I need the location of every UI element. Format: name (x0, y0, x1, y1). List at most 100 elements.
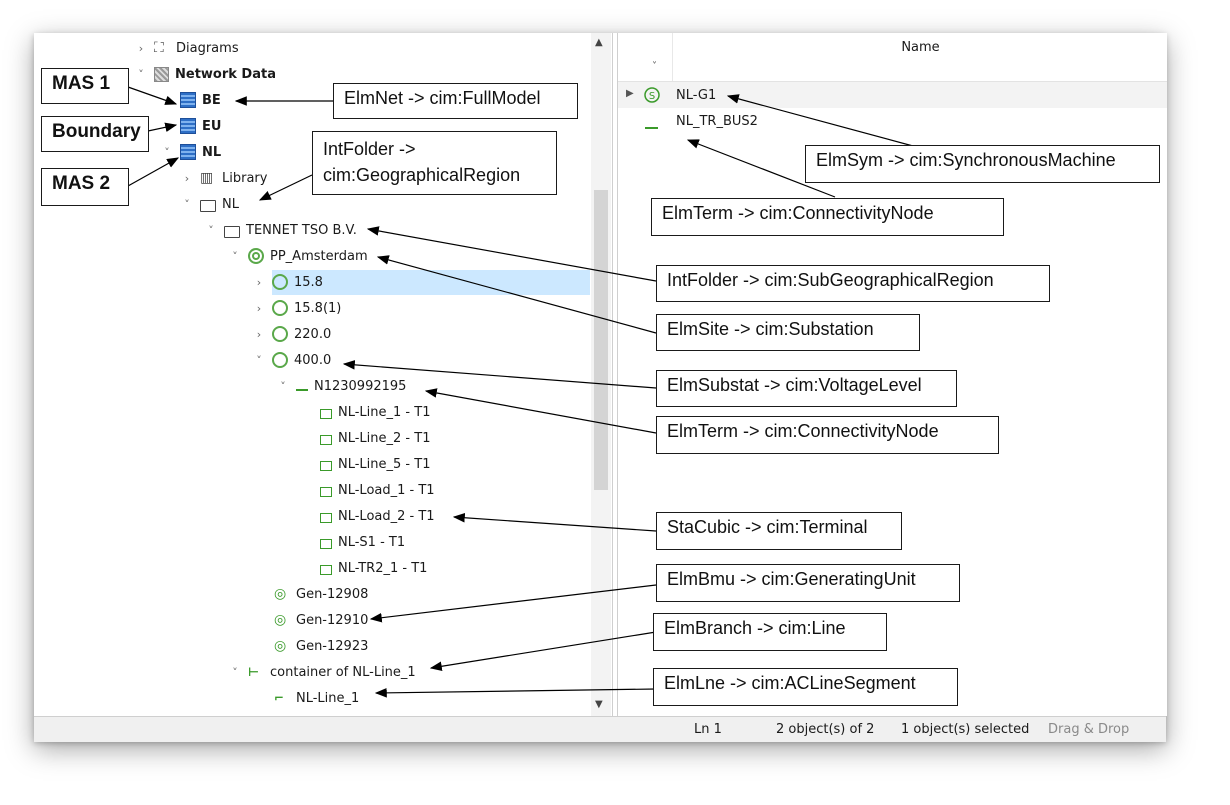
tree-item-label: Gen-12923 (296, 638, 369, 654)
voltage-level-icon (272, 352, 288, 368)
folder-icon (200, 199, 216, 212)
callout-line: cim:GeographicalRegion (323, 165, 521, 185)
tree-item-label: NL-Line_1 - T1 (338, 404, 431, 420)
tree-item-tennet[interactable]: ˅ TENNET TSO B.V. (204, 218, 357, 242)
callout-elmsym: ElmSym -> cim:SynchronousMachine (805, 145, 1160, 183)
expand-icon[interactable]: ▶ (626, 88, 634, 99)
tree-item-cubicle[interactable]: NL-S1 - T1 (320, 530, 405, 554)
list-header: ˅ Name (618, 33, 1167, 82)
cubicle-icon (320, 564, 332, 575)
cubicle-icon (320, 486, 332, 497)
cubicle-icon (320, 538, 332, 549)
chevron-right-icon[interactable]: › (256, 327, 262, 341)
list-row-nl-g1[interactable]: ▶ S NL-G1 (618, 82, 1167, 108)
column-header-name[interactable]: Name (672, 33, 1168, 81)
network-data-icon (154, 66, 169, 82)
tree-item-cubicle[interactable]: NL-Line_1 - T1 (320, 400, 430, 424)
generator-icon: ◎ (274, 612, 287, 628)
tree-item-eu[interactable]: › EU (160, 114, 221, 138)
tree-item-generator[interactable]: ◎ Gen-12910 (274, 608, 368, 632)
callout-stacubic: StaCubic -> cim:Terminal (656, 512, 902, 550)
tree-item-label: container of NL-Line_1 (270, 664, 416, 680)
tree-item-label: EU (202, 118, 222, 134)
chevron-down-icon[interactable]: ˅ (652, 61, 657, 72)
status-selected-count: 1 object(s) selected (901, 722, 1030, 737)
tree-item-label: 15.8 (294, 274, 323, 290)
tree-item-pp-amsterdam[interactable]: ˅ PP_Amsterdam (228, 244, 368, 268)
tree-item-terminal[interactable]: ˅ N1230992195 (276, 374, 406, 398)
callout-elmterm-mid: ElmTerm -> cim:ConnectivityNode (656, 416, 999, 454)
grid-icon (180, 144, 196, 160)
tree-item-label: NL-TR2_1 - T1 (338, 560, 428, 576)
callout-elmbmu: ElmBmu -> cim:GeneratingUnit (656, 564, 960, 602)
tree-item-cubicle[interactable]: NL-Line_2 - T1 (320, 426, 430, 450)
chevron-down-icon[interactable]: ˅ (164, 145, 170, 159)
tree-item-label: NL-S1 - T1 (338, 534, 406, 550)
tree-scrollbar[interactable]: ▲ ▼ (591, 33, 611, 716)
terminal-icon (296, 388, 308, 391)
tree-item-network-data[interactable]: ˅ Network Data (134, 62, 276, 86)
scrollbar-thumb[interactable] (594, 190, 608, 490)
chevron-down-icon[interactable]: ˅ (184, 197, 190, 211)
tree-item-label: Gen-12908 (296, 586, 369, 602)
callout-elmbranch: ElmBranch -> cim:Line (653, 613, 887, 651)
voltage-level-icon (272, 300, 288, 316)
scroll-up-icon[interactable]: ▲ (595, 37, 603, 48)
list-row-nl-tr-bus2[interactable]: NL_TR_BUS2 (618, 108, 1167, 134)
tree-item-cubicle[interactable]: NL-TR2_1 - T1 (320, 556, 427, 580)
site-icon (248, 248, 264, 264)
tree-item-generator[interactable]: ◎ Gen-12908 (274, 582, 368, 606)
chevron-right-icon[interactable]: › (164, 119, 170, 133)
list-row-label: NL-G1 (676, 87, 717, 103)
tree-item-nl-net[interactable]: ˅ NL (160, 140, 221, 164)
tree-item-220[interactable]: › 220.0 (252, 322, 331, 346)
tree-item-label: NL-Line_5 - T1 (338, 456, 431, 472)
tree-item-cubicle[interactable]: NL-Line_5 - T1 (320, 452, 430, 476)
chevron-down-icon[interactable]: ˅ (232, 249, 238, 263)
chevron-right-icon[interactable]: › (138, 41, 144, 55)
tree-item-generator[interactable]: ◎ Gen-12923 (274, 634, 368, 658)
tree-item-label: Gen-12910 (296, 612, 369, 628)
callout-intfolder-geo: IntFolder -> cim:GeographicalRegion (312, 131, 557, 195)
tree-item-nl-folder[interactable]: ˅ NL (180, 192, 239, 216)
chevron-down-icon[interactable]: ˅ (208, 223, 214, 237)
library-icon: ▥ (200, 170, 214, 186)
tree-item-15-8[interactable]: › 15.8 (252, 270, 323, 294)
tree-item-cubicle[interactable]: NL-Load_2 - T1 (320, 504, 435, 528)
tree-item-label: TENNET TSO B.V. (246, 222, 357, 238)
tree-item-label: NL (222, 196, 239, 212)
tree-item-library[interactable]: › ▥ Library (180, 166, 268, 190)
chevron-down-icon[interactable]: ˅ (232, 665, 238, 679)
tree-item-15-8-1[interactable]: › 15.8(1) (252, 296, 341, 320)
callout-mas2: MAS 2 (41, 168, 129, 206)
chevron-down-icon[interactable]: ˅ (138, 67, 144, 81)
tree-item-400[interactable]: ˅ 400.0 (252, 348, 331, 372)
chevron-right-icon[interactable]: › (256, 301, 262, 315)
tree-item-label: Network Data (175, 66, 276, 82)
scroll-down-icon[interactable]: ▼ (595, 699, 603, 710)
folder-icon (224, 225, 240, 238)
tree-item-label: 220.0 (294, 326, 332, 342)
tree-item-cubicle[interactable]: NL-Load_1 - T1 (320, 478, 435, 502)
chevron-down-icon[interactable]: ˅ (256, 353, 262, 367)
chevron-right-icon[interactable]: › (256, 275, 262, 289)
tree-item-diagrams[interactable]: › ⛶ Diagrams (134, 36, 239, 60)
tree-item-label: NL-Line_2 - T1 (338, 430, 431, 446)
tree-item-label: N1230992195 (314, 378, 407, 394)
voltage-level-icon (272, 326, 288, 342)
tree-item-label: 15.8(1) (294, 300, 342, 316)
tree-item-be[interactable]: BE (160, 88, 221, 112)
line-icon: ⌐ (274, 691, 285, 705)
branch-icon: ⊢ (248, 665, 259, 679)
tree-item-label: NL-Load_1 - T1 (338, 482, 435, 498)
chevron-down-icon[interactable]: ˅ (280, 379, 286, 393)
diagram-icon: ⛶ (154, 40, 164, 56)
sync-machine-icon: S (644, 87, 660, 107)
status-line: Ln 1 (694, 722, 722, 737)
chevron-right-icon[interactable]: › (184, 171, 190, 185)
tree-item-branch[interactable]: ˅ ⊢ container of NL-Line_1 (228, 660, 416, 684)
callout-elmsubstat: ElmSubstat -> cim:VoltageLevel (656, 370, 957, 407)
tree-item-line[interactable]: ⌐ NL-Line_1 (274, 686, 359, 710)
cubicle-icon (320, 434, 332, 445)
callout-boundary: Boundary (41, 116, 149, 152)
